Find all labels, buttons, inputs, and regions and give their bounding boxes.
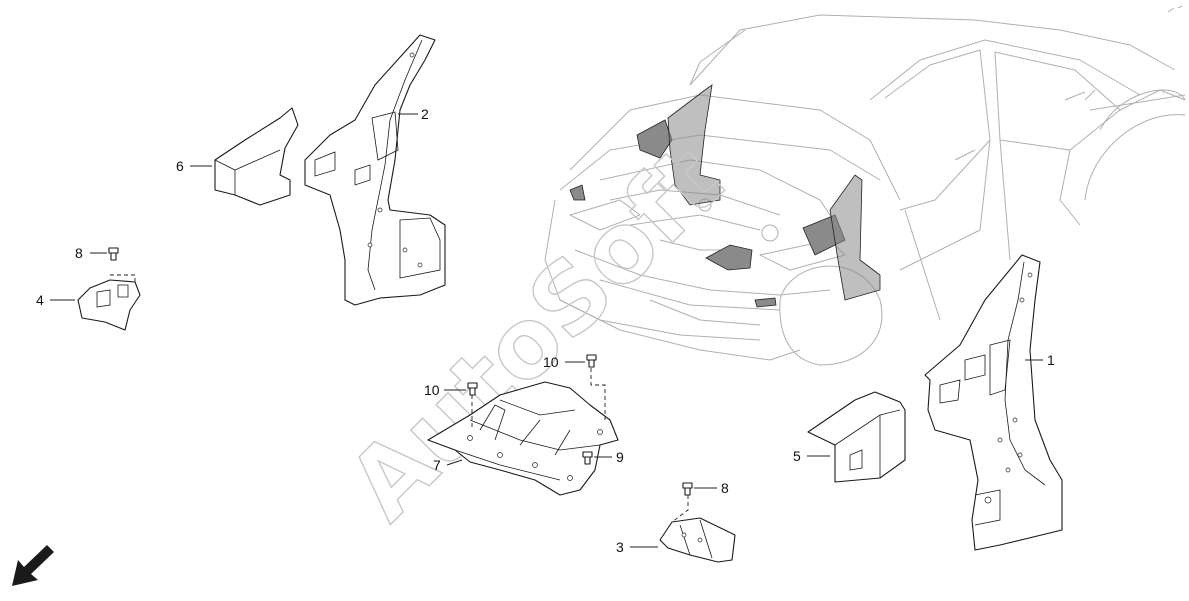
part-4-bracket — [77, 274, 141, 331]
callout-4: 4 — [36, 292, 44, 308]
callout-10a: 10 — [424, 382, 440, 398]
callout-7: 7 — [433, 457, 441, 473]
callout-1: 1 — [1047, 352, 1055, 368]
arrow-down-left-icon — [12, 545, 54, 586]
part-5-bracket — [807, 391, 906, 483]
part-3-bracket — [659, 517, 736, 563]
callouts: 1 2 3 4 5 6 7 8 8 9 10 10 — [36, 106, 1055, 555]
bolt-10a — [467, 382, 478, 430]
vehicle-highlighted-parts — [569, 84, 881, 308]
part-6-bracket — [214, 107, 299, 206]
callout-10b: 10 — [543, 354, 559, 370]
vehicle-outline — [544, 5, 1186, 366]
callout-8b: 8 — [721, 480, 729, 496]
bolt-8b — [671, 482, 693, 523]
part-2-pillar-panel-left — [304, 34, 446, 306]
callout-8a: 8 — [75, 245, 83, 261]
part-7-undertray — [427, 381, 619, 496]
bolt-10b — [586, 354, 606, 420]
callout-9: 9 — [616, 449, 624, 465]
bolt-8a — [108, 247, 119, 261]
bolt-9 — [582, 451, 593, 465]
callout-3: 3 — [616, 539, 624, 555]
callout-5: 5 — [793, 448, 801, 464]
callout-6: 6 — [176, 158, 184, 174]
callout-2: 2 — [421, 106, 429, 122]
part-1-pillar-panel-right — [924, 254, 1063, 551]
